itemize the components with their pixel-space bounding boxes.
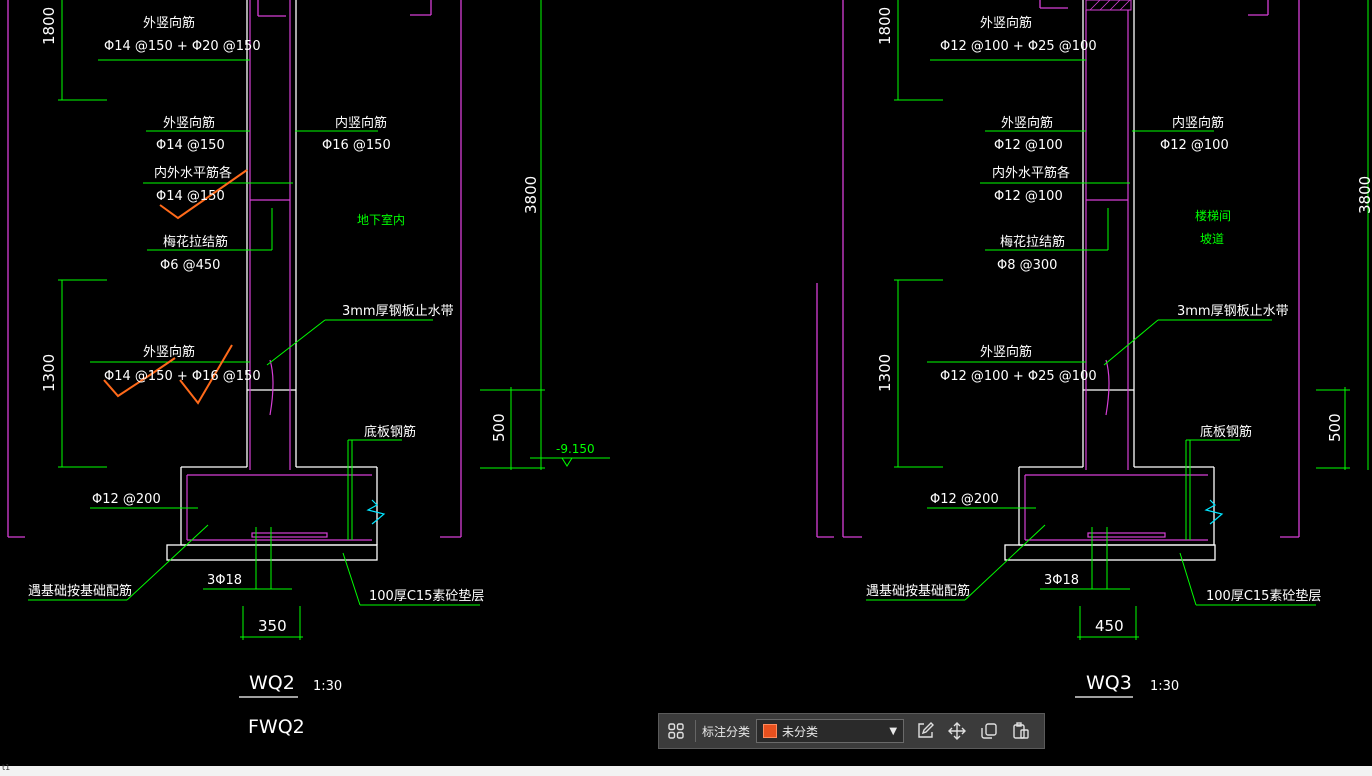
grid-icon[interactable] bbox=[663, 718, 689, 744]
middle-dimensions: 3800 500 -9.150 bbox=[480, 0, 610, 470]
drawing-text: 梅花拉结筋 bbox=[1000, 234, 1065, 250]
drawing-text: 内外水平筋各 bbox=[992, 165, 1070, 181]
drawing-text: 100厚C15素砼垫层 bbox=[1206, 588, 1321, 604]
drawing-text: 3800 bbox=[1356, 176, 1372, 214]
status-bar: t1 bbox=[0, 763, 1372, 776]
drawing-text: 3800 bbox=[522, 176, 540, 214]
toolbar-divider bbox=[695, 720, 696, 742]
drawing-text: 外竖向筋 bbox=[143, 15, 195, 31]
drawing-text: 外竖向筋 bbox=[163, 115, 215, 131]
move-icon[interactable] bbox=[944, 718, 970, 744]
drawing-text: 1:30 bbox=[1150, 679, 1179, 694]
drawing-text: 楼梯间 bbox=[1195, 208, 1231, 223]
drawing-text: 底板钢筋 bbox=[364, 424, 416, 440]
category-label: 标注分类 bbox=[702, 724, 751, 739]
drawing-text: 梅花拉结筋 bbox=[163, 234, 228, 250]
drawing-text: 3Φ18 bbox=[207, 573, 242, 588]
drawing-text: 3mm厚钢板止水带 bbox=[1177, 304, 1289, 319]
detail-wq2: 1800 外竖向筋 Φ14 @150 + Φ20 @150 外竖向筋 Φ14 @… bbox=[7, 0, 484, 738]
drawing-text: 3mm厚钢板止水带 bbox=[342, 304, 454, 319]
drawing-text: 外竖向筋 bbox=[1001, 115, 1053, 131]
drawing-text: 1300 bbox=[876, 354, 894, 392]
drawing-text: 内竖向筋 bbox=[335, 115, 387, 131]
paste-icon[interactable] bbox=[1008, 718, 1034, 744]
drawing-text: Φ12 @200 bbox=[92, 492, 161, 507]
drawing-text: Φ12 @200 bbox=[930, 492, 999, 507]
drawing-text: 100厚C15素砼垫层 bbox=[369, 588, 484, 604]
drawing-text: Φ14 @150 bbox=[156, 189, 225, 204]
drawing-text: 1800 bbox=[40, 7, 58, 45]
drawing-text: 350 bbox=[258, 617, 287, 635]
drawing-text: 地下室内 bbox=[357, 212, 405, 227]
edit-icon[interactable] bbox=[912, 718, 938, 744]
drawing-text: 内竖向筋 bbox=[1172, 115, 1224, 131]
wq3-labels: 1800 外竖向筋 Φ12 @100 + Φ25 @100 外竖向筋 Φ12 @… bbox=[866, 7, 1372, 698]
drawing-text: Φ14 @150 + Φ16 @150 bbox=[104, 369, 261, 384]
drawing-text: 内外水平筋各 bbox=[154, 165, 232, 181]
drawing-text: 外竖向筋 bbox=[980, 344, 1032, 360]
drawing-text: 坡道 bbox=[1200, 232, 1224, 246]
drawing-text: Φ8 @300 bbox=[997, 258, 1057, 273]
drawing-text: 遇基础按基础配筋 bbox=[28, 583, 132, 599]
drawing-text: 1:30 bbox=[313, 679, 342, 694]
drawing-text: Φ12 @100 bbox=[1160, 138, 1229, 153]
annotation-toolbar: 标注分类 未分类 ▼ bbox=[658, 713, 1045, 749]
wq2-labels: 1800 外竖向筋 Φ14 @150 + Φ20 @150 外竖向筋 Φ14 @… bbox=[28, 7, 484, 738]
drawing-text: 遇基础按基础配筋 bbox=[866, 583, 970, 599]
drawing-text: Φ6 @450 bbox=[160, 258, 220, 273]
corner-label: t1 bbox=[2, 763, 11, 772]
copy-icon[interactable] bbox=[976, 718, 1002, 744]
category-value: 未分类 bbox=[782, 724, 819, 739]
drawing-text: WQ2 bbox=[249, 672, 295, 694]
drawing-text: -9.150 bbox=[556, 442, 595, 456]
drawing-text: Φ14 @150 bbox=[156, 138, 225, 153]
drawing-text: 500 bbox=[1326, 413, 1344, 442]
category-dropdown[interactable]: 未分类 ▼ bbox=[756, 719, 905, 743]
drawing-text: Φ16 @150 bbox=[322, 138, 391, 153]
drawing-text: 3Φ18 bbox=[1044, 573, 1079, 588]
drawing-text: 1300 bbox=[40, 354, 58, 392]
drawing-text: Φ12 @100 + Φ25 @100 bbox=[940, 369, 1097, 384]
drawing-text: WQ3 bbox=[1086, 672, 1132, 694]
drawing-text: Φ12 @100 + Φ25 @100 bbox=[940, 39, 1097, 54]
drawing-text: Φ14 @150 + Φ20 @150 bbox=[104, 39, 261, 54]
drawing-text: 底板钢筋 bbox=[1200, 424, 1252, 440]
drawing-text: Φ12 @100 bbox=[994, 138, 1063, 153]
detail-wq3: 1800 外竖向筋 Φ12 @100 + Φ25 @100 外竖向筋 Φ12 @… bbox=[816, 0, 1372, 698]
drawing-text: 外竖向筋 bbox=[980, 15, 1032, 31]
drawing-text: 450 bbox=[1095, 617, 1124, 635]
chevron-down-icon: ▼ bbox=[889, 725, 898, 737]
drawing-text: FWQ2 bbox=[248, 716, 305, 738]
drawing-text: 500 bbox=[490, 413, 508, 442]
drawing-text: 1800 bbox=[876, 7, 894, 45]
category-color-swatch bbox=[763, 724, 778, 738]
drawing-text: Φ12 @100 bbox=[994, 189, 1063, 204]
drawing-text: 外竖向筋 bbox=[143, 344, 195, 360]
